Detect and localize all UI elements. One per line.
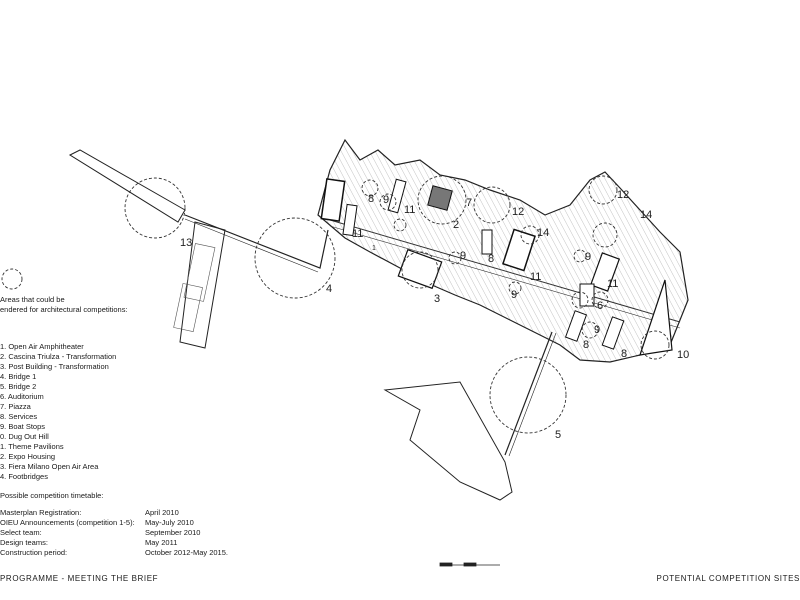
timetable-heading: Possible competition timetable:	[0, 491, 104, 500]
label-8a: 8	[368, 193, 374, 205]
bridge-1	[184, 214, 329, 269]
timetable-value: May-July 2010	[145, 518, 194, 527]
legend-heading-1: Areas that could be	[0, 295, 65, 304]
timetable-value: September 2010	[145, 528, 201, 537]
site-circle-13	[124, 177, 186, 239]
legend-item: 1. Open Air Amphitheater	[0, 342, 84, 351]
label-3: 3	[434, 293, 440, 305]
timetable-label: Construction period:	[0, 548, 68, 557]
site-circle-2	[417, 175, 467, 225]
legend-item: 3. Fiera Milano Open Air Area	[0, 462, 99, 471]
timetable-label: Masterplan Registration:	[0, 508, 82, 517]
legend-item: 9. Boat Stops	[0, 422, 46, 431]
label-4: 4	[326, 283, 332, 295]
site-circle-3	[401, 251, 439, 289]
site-circle-5	[489, 356, 567, 434]
label-2: 2	[453, 219, 459, 231]
legend-item: 1. Theme Pavilions	[0, 442, 64, 451]
label-9e: 9	[594, 324, 600, 336]
west-strip	[68, 149, 186, 223]
label-5: 5	[555, 429, 561, 441]
legend-item: 2. Cascina Triulza - Transformation	[0, 352, 117, 361]
dug-out-hill	[639, 279, 673, 356]
legend-item: 7. Piazza	[0, 402, 31, 411]
label-14a: 14	[537, 227, 549, 239]
timetable-label: Select team:	[0, 528, 42, 537]
timetable-value: May 2011	[145, 538, 178, 547]
legend-item: 5. Bridge 2	[0, 382, 37, 391]
site-circle-14	[520, 225, 540, 245]
label-9c: 9	[511, 289, 517, 301]
label-9d: 9	[585, 251, 591, 263]
bridge-2	[504, 331, 553, 456]
label-11a: 11	[404, 204, 415, 216]
label-11d: 11	[607, 278, 618, 290]
legend-item: 2. Expo Housing	[0, 452, 56, 461]
label-8d: 8	[621, 348, 627, 360]
label-7: 7	[466, 197, 472, 209]
label-9a: 9	[383, 194, 389, 206]
south-parcel	[383, 381, 513, 501]
footer-left-title: PROGRAMME - MEETING THE BRIEF	[0, 574, 159, 583]
legend-heading-2: endered for architectural competitions:	[0, 305, 128, 314]
label-11c: 11	[530, 271, 541, 283]
legend-item: 0. Dug Out Hill	[0, 432, 49, 441]
legend-item: 3. Post Building - Transformation	[0, 362, 109, 371]
label-10: 10	[677, 349, 689, 361]
timetable-value: October 2012-May 2015.	[145, 548, 228, 557]
legend-item: 6. Auditorium	[0, 392, 44, 401]
label-14b: 14	[640, 209, 652, 221]
building	[320, 178, 346, 222]
label-11b: 11	[352, 228, 363, 240]
label-12a: 12	[512, 206, 524, 218]
site-circle-12a	[473, 186, 511, 224]
label-8c: 8	[583, 339, 589, 351]
label-12b: 12	[617, 189, 629, 201]
timetable-label: OIEU Announcements (competition 1-5):	[0, 518, 135, 527]
label-13: 13	[180, 237, 192, 249]
legend-marker-circle	[1, 268, 23, 290]
site-circle-4	[254, 217, 336, 299]
legend-item: 4. Footbridges	[0, 472, 48, 481]
label-8b: 8	[488, 253, 494, 265]
label-1: 1	[372, 245, 376, 252]
scale-bar	[439, 562, 500, 567]
footer-right-title: POTENTIAL COMPETITION SITES	[656, 574, 800, 583]
legend-item: 8. Services	[0, 412, 38, 421]
label-6: 6	[597, 300, 603, 312]
timetable-label: Design teams:	[0, 538, 48, 547]
legend-item: 4. Bridge 1	[0, 372, 37, 381]
site-circle-12b	[588, 175, 618, 205]
decumano-axis	[329, 219, 681, 323]
label-9b: 9	[460, 250, 466, 262]
timetable-value: April 2010	[145, 508, 179, 517]
